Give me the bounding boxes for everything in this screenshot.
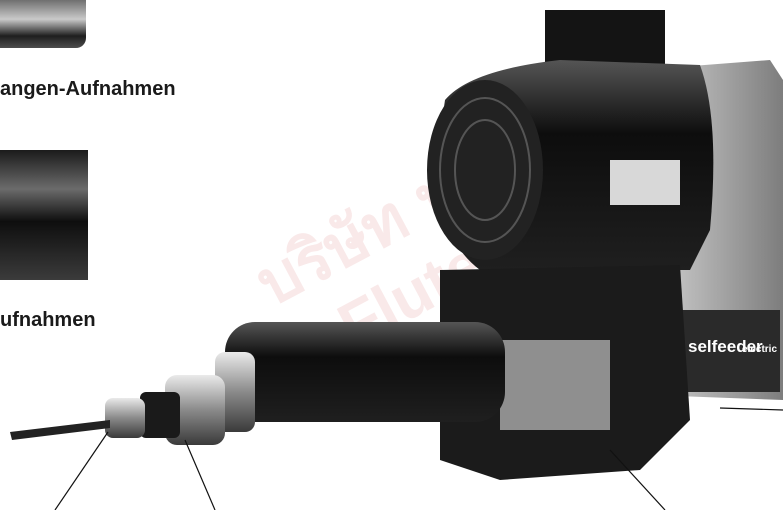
collet-holder-caption: angen-Aufnahmen (0, 78, 176, 100)
tool-holder-caption: ufnahmen (0, 309, 96, 331)
chuck-adapter (140, 392, 180, 438)
motor-fan-cover (427, 80, 543, 260)
leader-line-chuck (54, 431, 109, 510)
feed-clamp (500, 340, 610, 430)
drill-bit (10, 420, 110, 440)
leader-line-gear (719, 407, 783, 411)
motor-nameplate (680, 310, 780, 392)
leader-line-feed (609, 449, 666, 510)
quill-cylinder (225, 322, 505, 422)
drill-chuck (105, 398, 145, 438)
collet-holder-photo (0, 0, 86, 48)
nameplate-sub: electric (742, 344, 777, 355)
tool-holder-photo (0, 150, 88, 280)
motor-rating-plate (610, 160, 680, 205)
leader-line-adapter (184, 439, 216, 510)
nameplate-brand: selfeeder (688, 337, 763, 356)
